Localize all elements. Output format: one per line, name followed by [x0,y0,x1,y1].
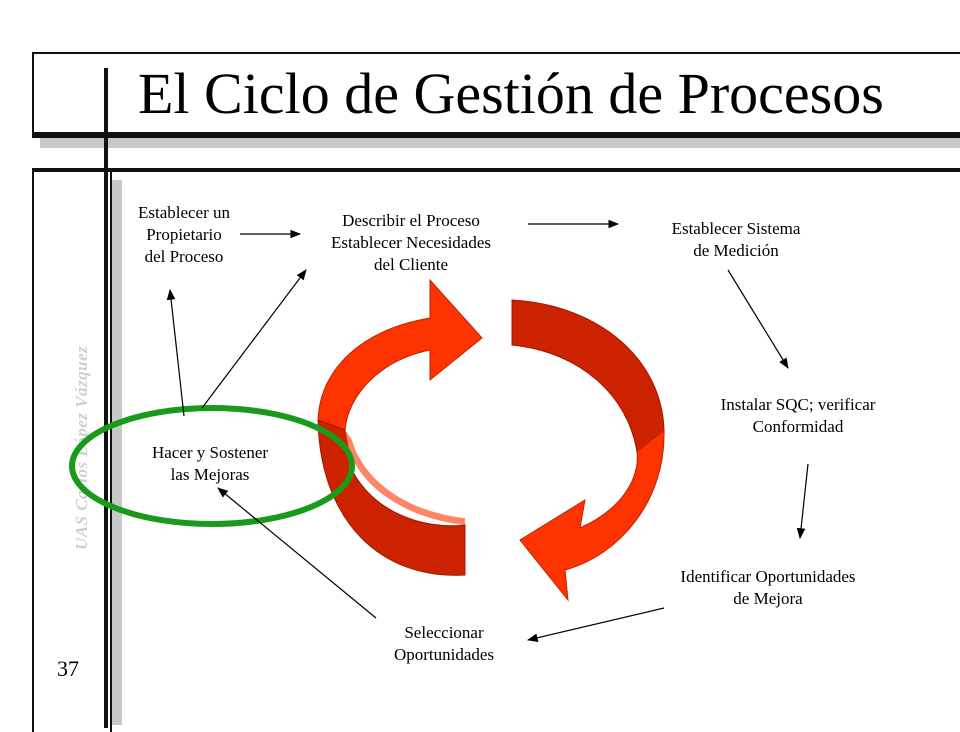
node-measurement-system: Establecer Sistema de Medición [671,219,801,260]
slide-title: El Ciclo de Gestión de Procesos [138,61,884,126]
side-frame [32,170,112,732]
cycle-arrow-right [511,299,665,602]
arrow-measure-to-sqc [727,269,789,369]
title-frame [32,52,960,138]
frame-horizontal-line-2 [32,168,960,172]
page-number: 37 [57,656,79,681]
node-describe-process: Describir el Proceso Establecer Necesida… [331,211,491,274]
highlight-ellipse [69,405,355,527]
arrow-select-to-improve [217,487,377,619]
node-establish-owner: Establecer un Propietario del Proceso [137,203,231,266]
node-select-opportunities: Seleccionar Oportunidades [393,623,495,664]
frame-vertical-line [104,68,108,728]
arrow-sqc-to-identify [796,463,809,540]
frame-horizontal-line [32,132,960,136]
node-install-sqc: Instalar SQC; verificar Conformidad [720,395,876,436]
node-make-improvements: Hacer y Sostener las Mejoras [151,443,269,484]
node-identify-opportunities: Identificar Oportunidades de Mejora [680,567,856,608]
arrow-improve-to-owner [166,288,185,417]
arrow-identify-to-select [526,607,665,642]
arrow-improve-to-describe [201,269,307,409]
cycle-arrow-left [317,278,483,576]
